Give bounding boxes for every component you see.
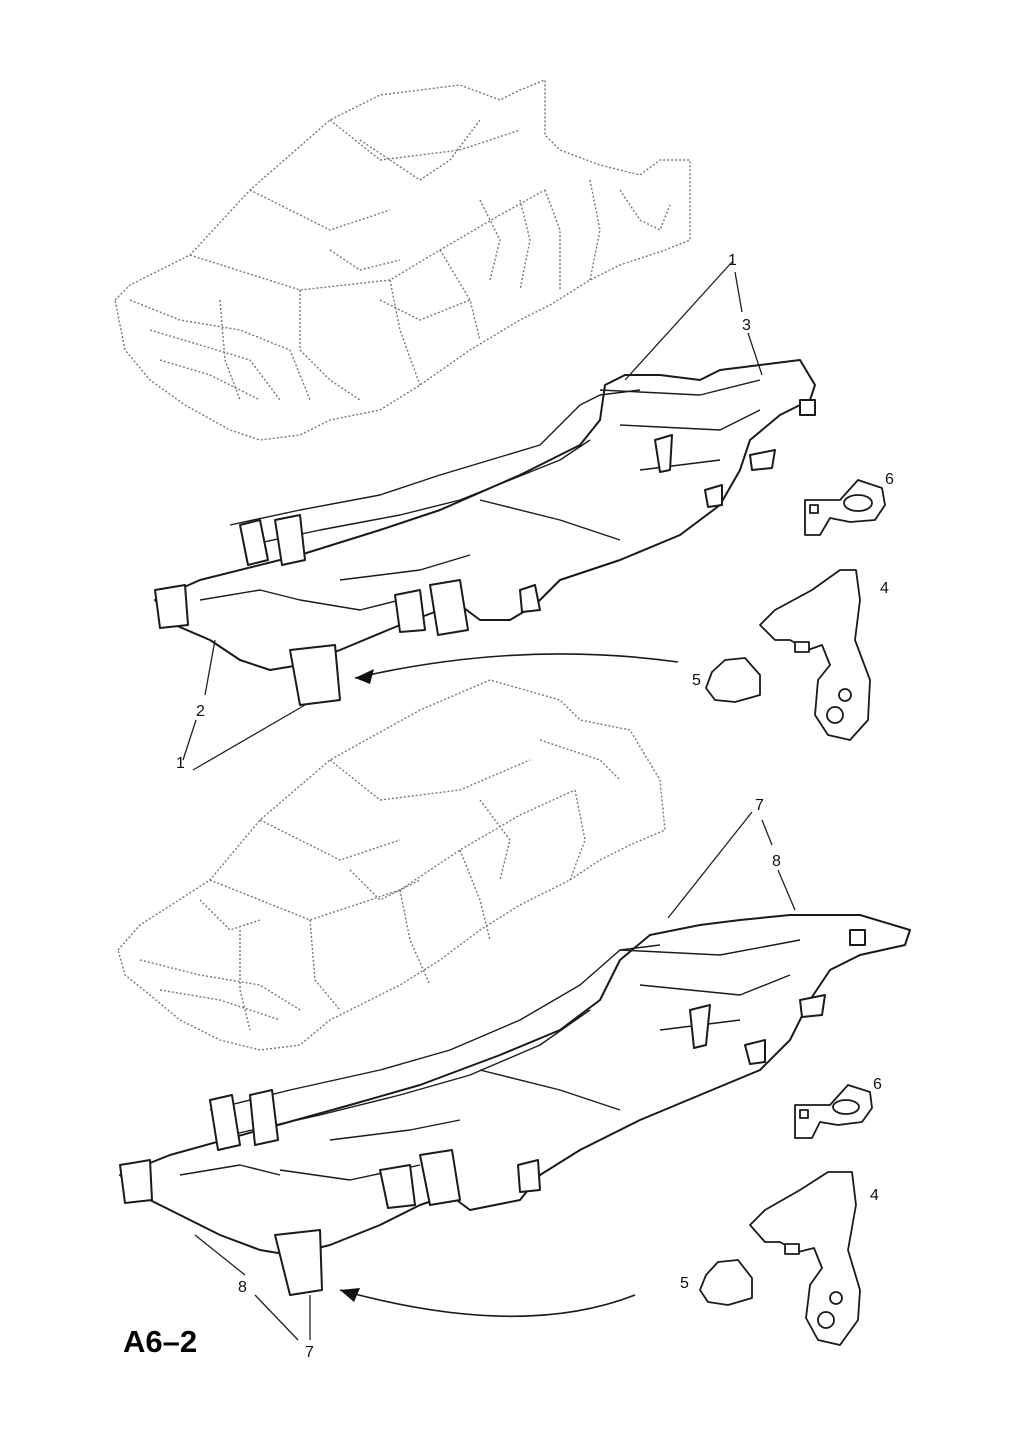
upper-leader-lines [182,261,763,771]
lower-callout-5: 5 [680,1275,689,1292]
upper-callout-3: 3 [742,317,751,334]
upper-callout-2: 2 [196,703,205,720]
lower-part-4-bracket [749,1171,861,1346]
upper-part-4-bracket [759,569,871,741]
lower-assembly-arrow [339,1289,636,1318]
upper-callout-1-top: 1 [728,252,737,269]
upper-body-shell [114,79,691,441]
lower-callout-6: 6 [873,1076,882,1093]
upper-chassis-frame [154,359,816,706]
upper-assembly-arrow [354,653,679,679]
page-code: A6–2 [123,1324,197,1359]
lower-leader-lines [194,811,796,1341]
lower-part-5-bumpstop [699,1259,753,1306]
upper-part-5-bumpstop [705,657,761,703]
lower-callout-4: 4 [870,1187,879,1204]
upper-callout-1-bottom: 1 [176,755,185,772]
lower-callout-7-bottom: 7 [305,1344,314,1361]
lower-arrow-head [340,1288,360,1302]
lower-part-6-bracket [794,1084,873,1139]
lower-callout-8-top: 8 [772,853,781,870]
lower-callout-7-top: 7 [755,797,764,814]
lower-callout-8-bottom: 8 [238,1279,247,1296]
upper-callout-5: 5 [692,672,701,689]
upper-part-6-bracket [804,479,886,536]
upper-arrow-head [355,669,374,684]
lower-chassis-frame [119,914,911,1296]
lower-body-shell [117,679,666,1051]
upper-callouts: 1 3 6 4 5 2 1 [176,252,894,772]
upper-callout-4: 4 [880,580,889,597]
lower-callouts: 7 8 6 4 5 8 7 [238,797,882,1361]
upper-callout-6: 6 [885,471,894,488]
